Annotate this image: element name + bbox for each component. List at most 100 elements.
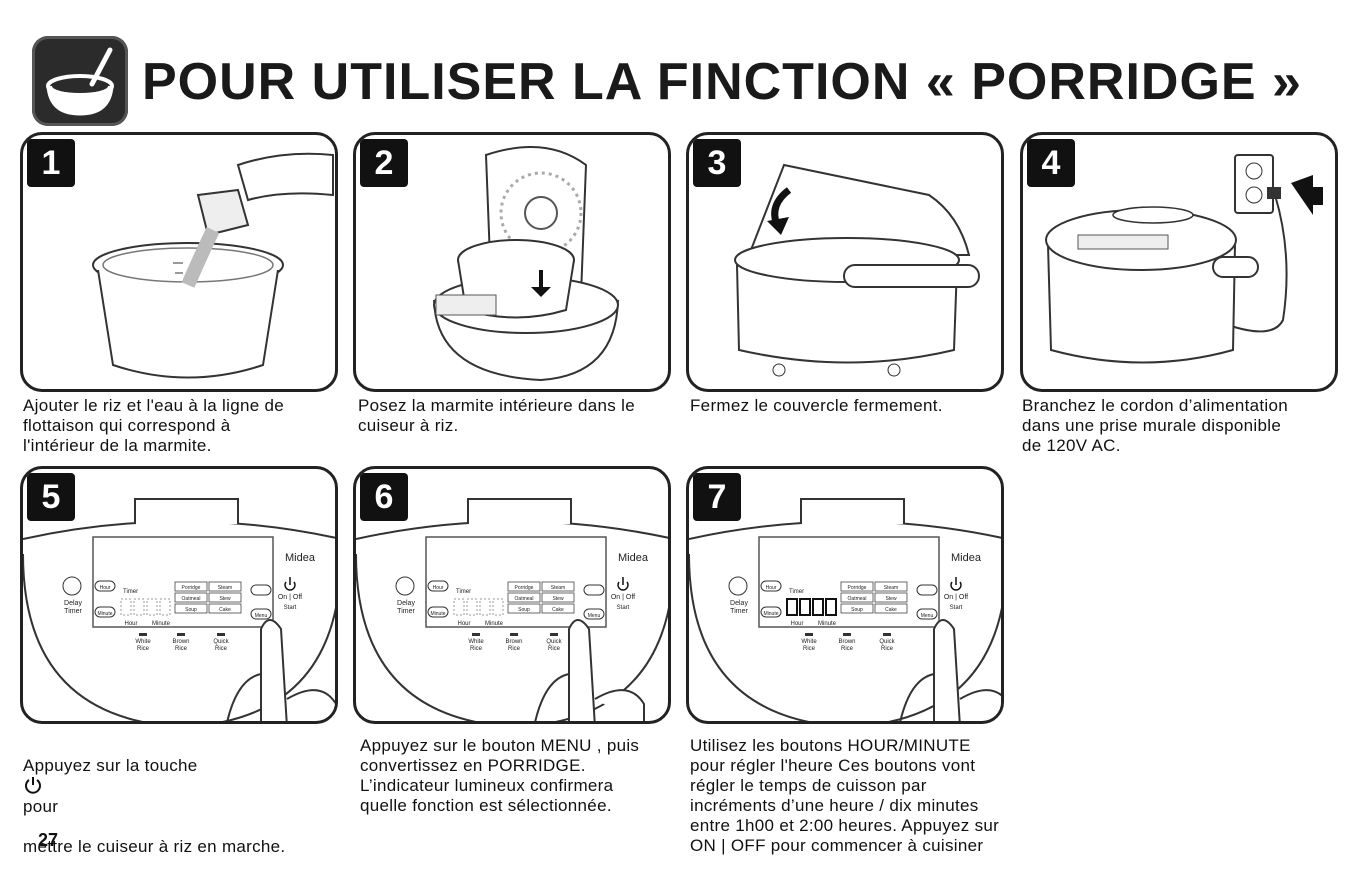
svg-text:Timer: Timer: [397, 608, 415, 615]
svg-text:Quick: Quick: [879, 639, 895, 645]
step-1-panel: 1: [20, 132, 338, 392]
svg-text:Midea: Midea: [285, 552, 316, 564]
svg-text:Quick: Quick: [546, 639, 562, 645]
svg-text:Quick: Quick: [213, 639, 229, 645]
svg-text:Menu: Menu: [921, 613, 934, 619]
porridge-bowl-icon: [32, 36, 128, 126]
page-number: 27: [38, 830, 59, 850]
svg-text:Brown: Brown: [838, 639, 855, 645]
svg-text:Rice: Rice: [215, 646, 228, 652]
svg-text:Hour: Hour: [100, 585, 111, 591]
svg-text:Steam: Steam: [218, 585, 232, 591]
svg-text:Cake: Cake: [885, 607, 897, 613]
step-2-caption: Posez la marmite intérieure dans le cuis…: [358, 396, 635, 435]
svg-text:Hour: Hour: [457, 621, 470, 627]
svg-text:Porridge: Porridge: [515, 585, 534, 591]
svg-text:On | Off: On | Off: [278, 594, 302, 601]
svg-text:Rice: Rice: [508, 646, 521, 652]
step-number: 7: [693, 473, 741, 521]
svg-text:Rice: Rice: [803, 646, 816, 652]
svg-text:Delay: Delay: [730, 600, 748, 607]
svg-text:Hour: Hour: [124, 621, 137, 627]
svg-text:Menu: Menu: [588, 613, 601, 619]
svg-text:Rice: Rice: [175, 646, 188, 652]
svg-text:Midea: Midea: [951, 552, 982, 564]
svg-text:Brown: Brown: [505, 639, 522, 645]
svg-text:Timer: Timer: [123, 589, 138, 595]
svg-text:Oatmeal: Oatmeal: [848, 596, 867, 602]
step-4-caption: Branchez le cordon d’alimentation dans u…: [1022, 396, 1288, 455]
svg-text:Timer: Timer: [789, 589, 804, 595]
step-number: 6: [360, 473, 408, 521]
step-number: 1: [27, 139, 75, 187]
step-4-panel: 4: [1020, 132, 1338, 392]
svg-text:Rice: Rice: [548, 646, 561, 652]
step-3-caption: Fermez le couvercle fermement.: [690, 396, 943, 415]
caption-text: pour: [23, 797, 59, 816]
step-number: 2: [360, 139, 408, 187]
svg-text:Minute: Minute: [818, 621, 837, 627]
svg-text:On | Off: On | Off: [611, 594, 635, 601]
svg-text:Steam: Steam: [884, 585, 898, 591]
svg-text:Cake: Cake: [552, 607, 564, 613]
svg-text:Hour: Hour: [766, 585, 777, 591]
svg-text:Menu: Menu: [255, 613, 268, 619]
svg-text:Hour: Hour: [433, 585, 444, 591]
svg-text:Minute: Minute: [430, 611, 445, 617]
plug-in-cord-illustration: [1045, 154, 1323, 364]
svg-text:Rice: Rice: [881, 646, 894, 652]
svg-text:White: White: [801, 639, 817, 645]
svg-text:Oatmeal: Oatmeal: [515, 596, 534, 602]
svg-text:Stew: Stew: [219, 596, 231, 602]
page-title: POUR UTILISER LA FINCTION « PORRIDGE »: [142, 53, 1302, 111]
power-icon: [25, 777, 41, 794]
svg-text:Rice: Rice: [137, 646, 150, 652]
svg-text:Rice: Rice: [841, 646, 854, 652]
step-7-caption: Utilisez les boutons HOUR/MINUTE pour ré…: [690, 736, 1000, 855]
svg-text:Delay: Delay: [397, 600, 415, 607]
svg-text:Soup: Soup: [851, 607, 863, 613]
svg-text:Minute: Minute: [97, 611, 112, 617]
step-number: 5: [27, 473, 75, 521]
inner-pot-pouring-illustration: [92, 152, 334, 379]
svg-text:Stew: Stew: [885, 596, 897, 602]
svg-text:Minute: Minute: [763, 611, 778, 617]
caption-text: Appuyez sur la touche: [23, 756, 198, 775]
svg-text:Soup: Soup: [518, 607, 530, 613]
step-5-caption: Appuyez sur la touche pour mettre le cui…: [23, 736, 343, 857]
svg-text:Oatmeal: Oatmeal: [182, 596, 201, 602]
svg-text:Start: Start: [284, 605, 297, 611]
svg-text:Hour: Hour: [790, 621, 803, 627]
svg-text:White: White: [468, 639, 484, 645]
svg-text:Rice: Rice: [470, 646, 483, 652]
svg-text:Soup: Soup: [185, 607, 197, 613]
step-1-caption: Ajouter le riz et l'eau à la ligne de fl…: [23, 396, 284, 455]
svg-text:Timer: Timer: [64, 608, 82, 615]
svg-text:On | Off: On | Off: [944, 594, 968, 601]
svg-text:Steam: Steam: [551, 585, 565, 591]
step-number: 4: [1027, 139, 1075, 187]
svg-text:Minute: Minute: [485, 621, 504, 627]
svg-text:Delay: Delay: [64, 600, 82, 607]
step-number: 3: [693, 139, 741, 187]
svg-text:Minute: Minute: [152, 621, 171, 627]
svg-text:Start: Start: [950, 605, 963, 611]
svg-text:Timer: Timer: [730, 608, 748, 615]
svg-text:Midea: Midea: [618, 552, 649, 564]
place-inner-pot-illustration: [433, 146, 619, 382]
caption-text: mettre le cuiseur à riz en marche.: [23, 837, 286, 856]
step-6-caption: Appuyez sur le bouton MENU , puis conver…: [360, 736, 640, 815]
svg-text:Cake: Cake: [219, 607, 231, 613]
step-3-panel: 3: [686, 132, 1004, 392]
step-2-panel: 2: [353, 132, 671, 392]
svg-text:Start: Start: [617, 605, 630, 611]
svg-text:Porridge: Porridge: [848, 585, 867, 591]
close-lid-illustration: [734, 163, 980, 377]
svg-text:Stew: Stew: [552, 596, 564, 602]
